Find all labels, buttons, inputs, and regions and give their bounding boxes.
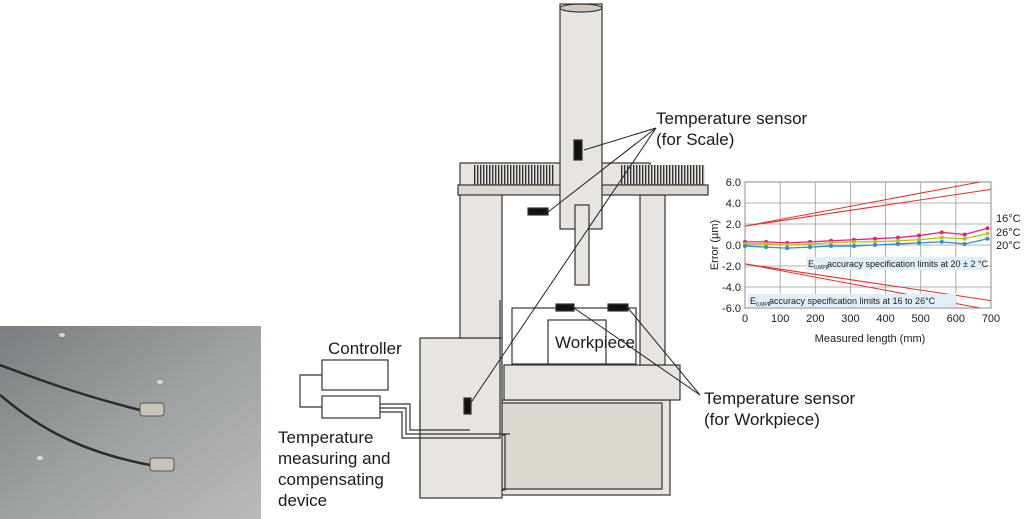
x-tick-label: 400 [876, 313, 894, 325]
series-point [873, 236, 878, 241]
series-point [985, 226, 990, 231]
series-point [829, 240, 834, 245]
x-tick-label: 100 [771, 313, 789, 325]
series-point [916, 233, 921, 238]
sensor-photo [0, 326, 261, 519]
series-point [808, 245, 813, 250]
scale-sensor-label-line1: Temperature sensor [656, 109, 808, 128]
series-point [916, 237, 921, 242]
series-group [743, 226, 990, 251]
series-point [785, 243, 790, 247]
series-point [873, 243, 878, 247]
series-point [785, 246, 790, 251]
controller-label: Controller [328, 339, 402, 358]
series-point [962, 232, 967, 237]
y-tick-label: 2.0 [726, 219, 741, 231]
annotation-16-26: E 0,MPE accuracy specification limits at… [748, 294, 956, 308]
limit-line-16-26 [744, 181, 980, 227]
series-point [895, 238, 900, 243]
x-tick-label: 0 [742, 313, 748, 325]
device-label-line4: device [278, 491, 327, 510]
x-tick-label: 200 [806, 313, 824, 325]
series-point [764, 245, 769, 250]
y-tick-label: 4.0 [726, 198, 741, 210]
series-point [873, 239, 878, 244]
annotation-20-prefix: E [808, 259, 814, 269]
series-point [985, 231, 990, 236]
series-name-label: 16°C [996, 213, 1021, 225]
y-tick-label: -2.0 [722, 261, 741, 273]
series-point [962, 236, 967, 241]
annotation-16-26-prefix: E [750, 296, 756, 306]
series-point [808, 241, 813, 246]
series-line [745, 227, 988, 244]
workpiece-label: Workpiece [555, 333, 635, 352]
workpiece-sensor-label-line2: (for Workpiece) [704, 410, 820, 429]
series-point [916, 240, 921, 245]
error-chart: 0 100 200 300 400 500 600 700 6.0 4.0 2.0 0.0 -2.0 -4… [709, 177, 1021, 345]
annotation-20-text: accuracy specification limits at 20 ± 2 … [827, 259, 989, 269]
annotation-16-26-text: accuracy specification limits at 16 to 2… [769, 296, 936, 306]
series-point [985, 236, 990, 241]
series-labels: 16°C 26°C20°C [996, 213, 1021, 252]
annotation-20-sub: 0,MPE [814, 265, 830, 271]
y-tick-label: 0.0 [726, 240, 741, 252]
x-tick-label: 500 [912, 313, 930, 325]
series-point [829, 244, 834, 249]
cmm-machine [419, 3, 709, 499]
x-tick-label: 600 [947, 313, 965, 325]
y-tick-label: 6.0 [726, 177, 741, 189]
series-point [939, 230, 944, 235]
annotation-16-26-sub: 0,MPE [756, 302, 772, 308]
series-name-label: 20°C [996, 240, 1021, 252]
leader-lines [469, 127, 701, 405]
y-axis-label: Error (µm) [709, 220, 721, 270]
series-point [962, 241, 967, 246]
scale-sensor-label-line2: (for Scale) [656, 130, 734, 149]
series-line [744, 238, 988, 249]
limit-line-20 [744, 188, 992, 227]
tick-labels: 0 100 200 300 400 500 600 700 6.0 4.0 2.0 0.0 -2.0 -4… [722, 177, 1000, 325]
device-label-line2: measuring and [278, 449, 390, 468]
series-point [895, 235, 900, 240]
series-point [743, 244, 747, 249]
series-point [851, 239, 856, 244]
x-tick-label: 300 [841, 313, 859, 325]
x-tick-label: 700 [982, 313, 1000, 325]
controller-unit [299, 300, 510, 439]
series-point [851, 244, 856, 249]
x-axis-label: Measured length (mm) [815, 333, 926, 345]
series-point [939, 235, 944, 240]
workpiece-sensor-label-line1: Temperature sensor [704, 389, 856, 408]
series-name-label: 26°C [996, 227, 1021, 239]
y-tick-label: -6.0 [722, 303, 741, 315]
device-label-line3: compensating [278, 470, 384, 489]
series-point [895, 241, 900, 246]
annotation-20: E 0,MPE accuracy specification limits at… [806, 257, 989, 271]
series-line [745, 232, 988, 246]
series-point [939, 239, 944, 244]
series-point [764, 241, 769, 246]
y-tick-label: -4.0 [722, 282, 741, 294]
device-label-line1: Temperature [278, 428, 373, 447]
